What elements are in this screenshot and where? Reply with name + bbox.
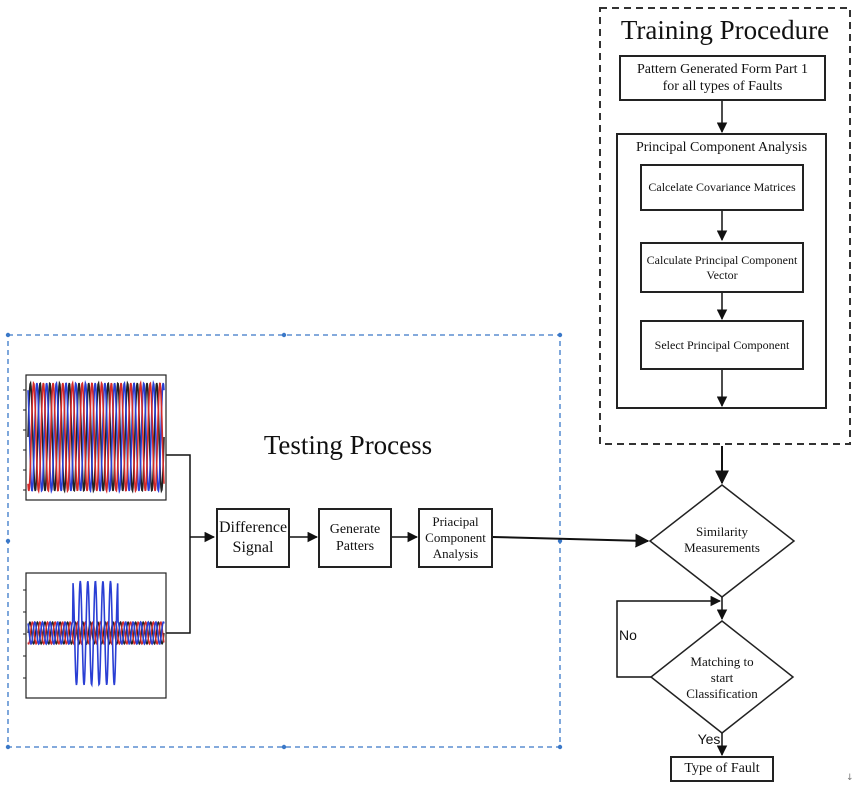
fault-signal-phase-b xyxy=(27,580,165,688)
pattern-generated-box: Pattern Generated Form Part 1 for all ty… xyxy=(619,55,826,101)
covariance-box: Calcelate Covariance Matrices xyxy=(640,164,804,211)
arrow-no-loop xyxy=(616,595,722,678)
training-title: Training Procedure xyxy=(620,15,830,46)
fault-signal-plot xyxy=(23,572,167,699)
pca-group-title: Principal Component Analysis xyxy=(635,140,808,156)
normal-signal-phase-c xyxy=(27,380,165,494)
yes-label: Yes xyxy=(697,731,721,748)
matching-label: Matching to start Classification xyxy=(686,653,758,702)
corner-glyph-icon: ↓ xyxy=(846,773,854,783)
normal-signal-phase-a xyxy=(27,380,165,494)
pca-group-frame xyxy=(616,133,827,409)
connector-signals-merge xyxy=(166,454,191,634)
similarity-label: Similarity Measurements xyxy=(684,523,760,555)
testing-frame-handles xyxy=(5,332,563,750)
normal-signal-phase-b xyxy=(27,380,165,494)
pc-vector-box: Calculate Principal Component Vector xyxy=(640,242,804,293)
select-pc-box: Select Principal Component xyxy=(640,320,804,370)
fault-signal-phase-c xyxy=(27,620,165,646)
normal-signal-plot xyxy=(23,374,167,501)
type-of-fault-box: Type of Fault xyxy=(670,756,774,782)
arrow-pca-to-similarity xyxy=(492,533,650,548)
fault-signal-phase-a xyxy=(27,620,165,646)
no-label: No xyxy=(619,627,637,644)
difference-signal-box: Difference Signal xyxy=(216,508,290,568)
training-frame xyxy=(599,7,851,445)
generate-patters-box: Generate Patters xyxy=(318,508,392,568)
priacipal-pca-box: Priacipal Component Analysis xyxy=(418,508,493,568)
testing-title: Testing Process xyxy=(263,430,433,461)
